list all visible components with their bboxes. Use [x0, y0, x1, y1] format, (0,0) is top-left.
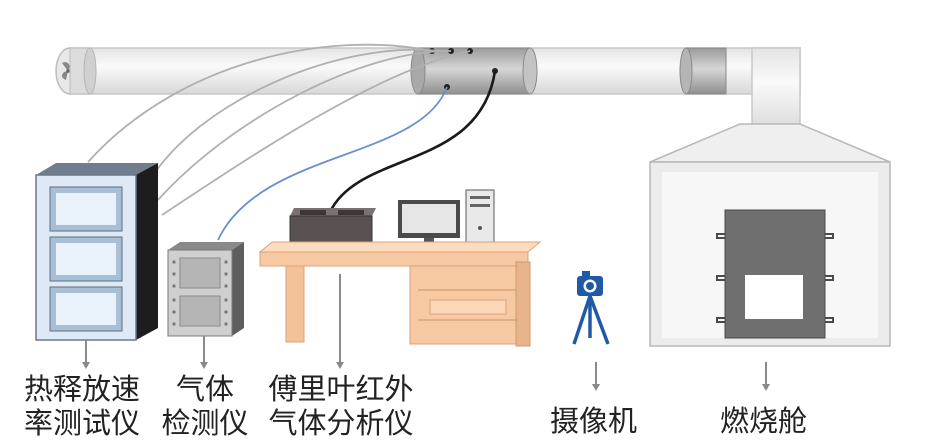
- black-wire: [328, 70, 497, 213]
- label-camera-line1: 摄像机: [550, 404, 638, 438]
- duct-joint-left: [69, 47, 97, 95]
- label-gas-line2: 检测仪: [161, 406, 249, 440]
- pointer-hrr: [82, 340, 90, 369]
- pointer-chamber: [762, 362, 770, 391]
- blue-wire: [217, 86, 448, 241]
- sampling-section: [410, 47, 538, 95]
- label-gas-detector: 气体 检测仪: [160, 372, 250, 440]
- gray-wire-4: [161, 50, 471, 216]
- label-heat-release-rate-tester: 热释放速 率测试仪: [24, 372, 140, 440]
- sampling-wires: [87, 43, 497, 241]
- duct-joint-right: [679, 47, 727, 95]
- label-combustion-chamber: 燃烧舱: [720, 404, 807, 438]
- label-ftir-line1: 傅里叶红外: [268, 372, 414, 406]
- camera-icon: [572, 271, 610, 345]
- desk: [258, 241, 542, 347]
- label-hrr-line1: 热释放速: [24, 372, 141, 406]
- ftir-analyzer: [289, 208, 376, 243]
- pointer-camera: [592, 362, 600, 391]
- label-camera: 摄像机: [550, 404, 637, 438]
- label-ftir-analyzer: 傅里叶红外 气体分析仪: [266, 372, 416, 440]
- gray-wire-1: [87, 43, 433, 163]
- combustion-chamber: [649, 123, 891, 347]
- label-hrr-line2: 率测试仪: [24, 406, 141, 440]
- label-ftir-line2: 气体分析仪: [268, 406, 414, 440]
- gas-detector: [167, 242, 244, 337]
- label-pointers: [82, 274, 770, 391]
- pointer-ftir: [336, 274, 344, 369]
- computer: [398, 189, 495, 248]
- pointer-gas: [200, 336, 208, 369]
- heat-release-rate-tester: [35, 163, 158, 341]
- gray-wire-3: [157, 50, 452, 201]
- gray-wire-2: [149, 48, 441, 181]
- label-gas-line1: 气体: [175, 372, 234, 406]
- label-chamber-line1: 燃烧舱: [720, 404, 808, 438]
